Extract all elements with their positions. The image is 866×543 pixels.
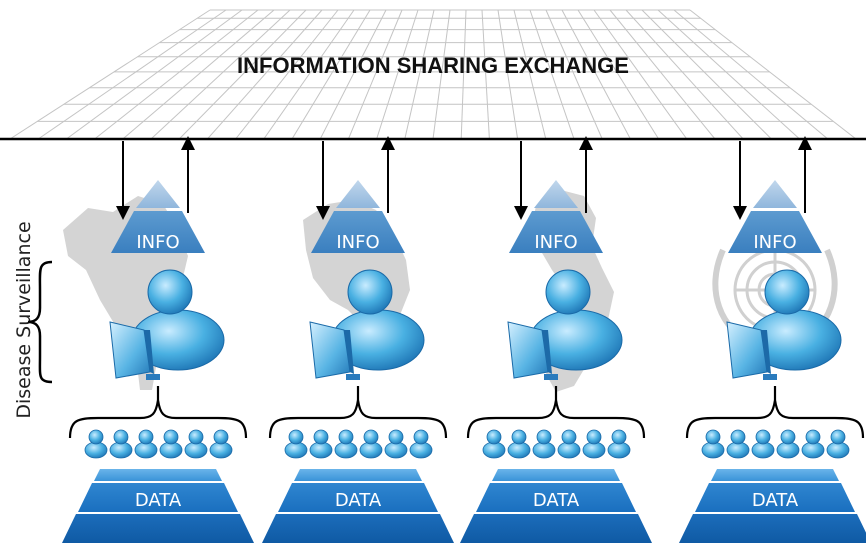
population-group-icon — [482, 429, 631, 459]
grid-line — [593, 9, 688, 140]
grid-line — [404, 9, 435, 140]
info-pyramid: INFO — [728, 180, 822, 253]
analyst-person-icon — [748, 269, 842, 371]
grid-line — [673, 9, 829, 140]
grid-line — [577, 9, 660, 140]
grid-line — [513, 9, 547, 140]
surveillance-brace — [27, 260, 53, 384]
monitor-icon — [507, 321, 558, 380]
grid-line — [625, 9, 744, 140]
info-label: INFO — [136, 232, 179, 253]
grid-line — [319, 9, 387, 140]
data-label: DATA — [533, 490, 580, 511]
grid-line — [497, 9, 519, 140]
analyst-person-icon — [131, 269, 225, 371]
surveillance-column: INFO DATA — [679, 136, 866, 543]
grid-line — [37, 9, 227, 140]
info-label: INFO — [534, 232, 577, 253]
disease-surveillance-label: Disease Surveillance — [13, 221, 35, 418]
grid-line — [545, 9, 603, 140]
monitor-icon — [309, 321, 360, 380]
data-label: DATA — [135, 490, 182, 511]
info-label: INFO — [753, 232, 796, 253]
grid-line — [689, 9, 857, 140]
monitor-icon — [726, 321, 777, 380]
grid-line — [529, 9, 575, 140]
grid-line — [376, 9, 419, 140]
grid-line — [66, 9, 243, 140]
population-group-icon — [84, 429, 233, 459]
info-pyramid: INFO — [111, 180, 205, 253]
grid-line — [609, 9, 716, 140]
grid-line — [263, 9, 355, 140]
grid-line — [178, 9, 307, 140]
analyst-person-icon — [529, 269, 623, 371]
data-pyramid: DATA — [679, 469, 866, 543]
data-pyramid: DATA — [460, 469, 652, 543]
columns: INFO DATA INFO DATA INFO DATA INFO DATA — [62, 136, 866, 543]
grid-line — [122, 9, 275, 140]
grid-line — [235, 9, 339, 140]
monitor-icon — [109, 321, 160, 380]
data-label: DATA — [335, 490, 382, 511]
info-pyramid: INFO — [509, 180, 603, 253]
population-group-icon — [701, 429, 850, 459]
data-label: DATA — [752, 490, 799, 511]
surveillance-column: INFO DATA — [262, 136, 454, 543]
data-pyramid: DATA — [62, 469, 254, 543]
surveillance-column: INFO DATA — [460, 136, 652, 543]
analyst-person-icon — [331, 269, 425, 371]
exchange-title: INFORMATION SHARING EXCHANGE — [237, 53, 629, 78]
grid-line — [94, 9, 259, 140]
grid-line — [9, 9, 211, 140]
grid-line — [561, 9, 631, 140]
surveillance-column: INFO DATA — [62, 136, 254, 543]
population-group-icon — [284, 429, 433, 459]
grid-line — [207, 9, 323, 140]
grid-line — [657, 9, 800, 140]
info-pyramid: INFO — [311, 180, 405, 253]
grid-line — [460, 9, 467, 140]
grid-line — [347, 9, 403, 140]
data-pyramid: DATA — [262, 469, 454, 543]
grid-line — [291, 9, 371, 140]
grid-line — [481, 9, 490, 140]
grid-line — [432, 9, 451, 140]
info-label: INFO — [336, 232, 379, 253]
grid-line — [641, 9, 772, 140]
grid-line — [150, 9, 291, 140]
